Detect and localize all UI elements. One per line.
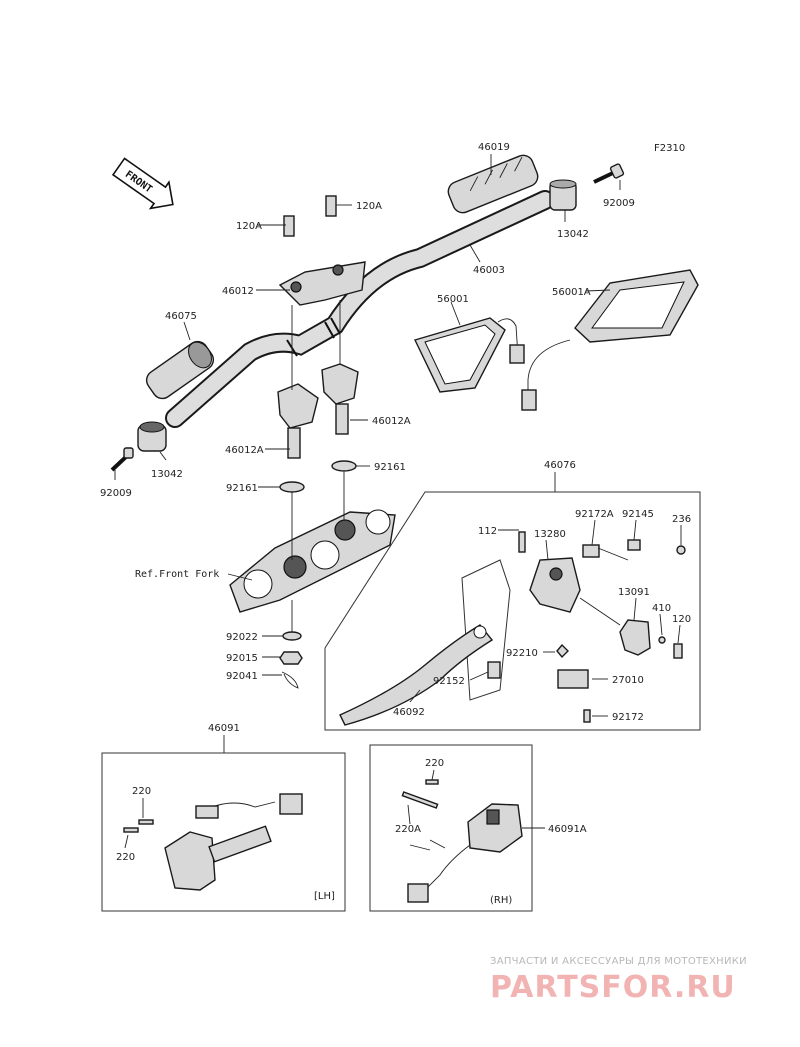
washer-right — [331, 460, 357, 472]
label-92145: 92145 — [622, 509, 654, 520]
label-220-lh-bottom: 220 — [116, 852, 135, 863]
washer-92022 — [282, 631, 302, 641]
label-46012A-left: 46012A — [225, 445, 264, 456]
screw-92172 — [583, 709, 591, 723]
lever-assembly-box — [324, 491, 701, 731]
label-rh: (RH) — [490, 895, 512, 906]
label-92172: 92172 — [612, 712, 644, 723]
label-56001: 56001 — [437, 294, 469, 305]
holder-13091 — [619, 619, 651, 656]
label-92172A: 92172A — [575, 509, 614, 520]
label-220A: 220A — [395, 824, 421, 835]
label-46019: 46019 — [478, 142, 510, 153]
screw-left — [110, 447, 134, 472]
left-grip-part — [145, 340, 215, 400]
upper-holder-part — [278, 195, 366, 306]
washer-410 — [658, 636, 666, 644]
washer-left — [279, 481, 305, 493]
watermark-logo: PARTSFOR.RU — [490, 970, 736, 1005]
right-switch-housing — [407, 803, 523, 903]
watermark-tagline: ЗАПЧАСТИ И АКСЕССУАРЫ ДЛЯ МОТОТЕХНИКИ — [490, 956, 747, 967]
clutch-lever-part — [339, 624, 494, 726]
screw-right — [593, 163, 625, 184]
label-13091: 13091 — [618, 587, 650, 598]
nut-92210 — [556, 643, 569, 659]
nut-92015 — [279, 651, 303, 665]
label-46091A: 46091A — [548, 824, 587, 835]
label-92015: 92015 — [226, 653, 258, 664]
label-220-lh-top: 220 — [132, 786, 151, 797]
bar-end-weight-right — [549, 179, 577, 211]
handlebar-part — [165, 190, 555, 428]
left-switch-housing — [164, 793, 303, 891]
label-120A-2: 120A — [356, 201, 382, 212]
cotter-pin-92041 — [281, 671, 299, 689]
switch-27010 — [557, 669, 589, 689]
adjuster-92172A — [582, 544, 600, 558]
right-mirror-part — [521, 269, 699, 411]
left-mirror-part — [414, 317, 525, 393]
label-92009-right: 92009 — [603, 198, 635, 209]
label-92210: 92210 — [506, 648, 538, 659]
label-46075: 46075 — [165, 311, 197, 322]
label-120: 120 — [672, 614, 691, 625]
clamp-92145 — [627, 539, 641, 551]
label-27010: 27010 — [612, 675, 644, 686]
lh-switch-box — [101, 752, 346, 912]
label-13042-right: 13042 — [557, 229, 589, 240]
label-46012A-right: 46012A — [372, 416, 411, 427]
label-13042-left: 13042 — [151, 469, 183, 480]
label-46012: 46012 — [222, 286, 254, 297]
label-112: 112 — [478, 526, 497, 537]
label-56001A: 56001A — [552, 287, 591, 298]
label-13280: 13280 — [534, 529, 566, 540]
label-92152: 92152 — [433, 676, 465, 687]
front-arrow-icon: FRONT — [111, 157, 174, 210]
label-92041: 92041 — [226, 671, 258, 682]
label-46003: 46003 — [473, 265, 505, 276]
lower-holder-part — [277, 363, 359, 459]
label-236: 236 — [672, 514, 691, 525]
label-92009-left: 92009 — [100, 488, 132, 499]
label-92022: 92022 — [226, 632, 258, 643]
collar-92152 — [487, 661, 501, 679]
bolt-120 — [673, 643, 683, 659]
lever-bracket-part — [529, 557, 581, 613]
right-grip-part — [447, 154, 539, 214]
label-410: 410 — [652, 603, 671, 614]
bar-end-weight-left — [137, 421, 167, 452]
bolt-112 — [518, 531, 526, 553]
label-46076: 46076 — [544, 460, 576, 471]
screw-236 — [676, 545, 686, 555]
front-fork-triple-clamp — [229, 509, 396, 613]
label-lh: [LH] — [314, 891, 335, 902]
label-92161-right: 92161 — [374, 462, 406, 473]
label-ref-front-fork: Ref.Front Fork — [135, 569, 219, 580]
figure-code: F2310 — [654, 143, 685, 154]
label-220-rh: 220 — [425, 758, 444, 769]
label-120A-1: 120A — [236, 221, 262, 232]
label-46092: 46092 — [393, 707, 425, 718]
label-92161-left: 92161 — [226, 483, 258, 494]
label-46091: 46091 — [208, 723, 240, 734]
